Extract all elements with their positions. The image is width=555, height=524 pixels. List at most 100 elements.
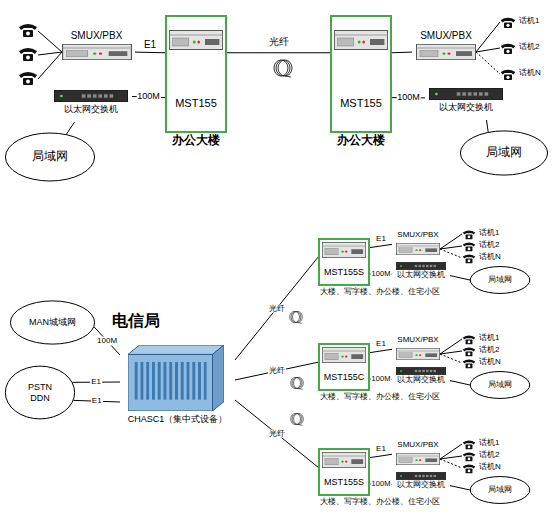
chassis-box: CHASC1（集中式设备） [120, 340, 235, 440]
node-label: SMUX/PBX [397, 335, 438, 344]
edge-label: 100M [371, 270, 392, 278]
phone-wire [440, 339, 462, 354]
lan-ellipse: 局域网 [470, 371, 530, 399]
lan-ellipse: 局域网 [460, 130, 548, 176]
mst-box: MST155办公大楼 [330, 15, 392, 133]
fiber-coil [291, 377, 304, 389]
node-label: 以太网交换机 [397, 376, 445, 385]
edge-label: E1 [91, 397, 103, 406]
phone-icon [19, 24, 37, 37]
switch-device [396, 472, 445, 479]
connector-line [370, 454, 392, 457]
phone-icon [463, 335, 475, 344]
smux-device [396, 348, 439, 359]
connector-line [94, 327, 120, 355]
lan-ellipse: 局域网 [5, 132, 95, 182]
phone-label: 话机2 [479, 241, 499, 250]
connector-line [235, 362, 318, 380]
phone-icon [463, 347, 475, 356]
connector-line [450, 486, 470, 490]
phone-label: 话机2 [479, 346, 499, 355]
node-label: SMUX/PBX [397, 440, 438, 449]
phone-label: 话机N [479, 253, 501, 262]
node-label: SMUX/PBX [397, 230, 438, 239]
mst-device [334, 31, 387, 50]
edge-label: 100M [371, 375, 392, 383]
node-label: DDN [30, 393, 50, 403]
edge-label: E1 [375, 340, 387, 349]
switch-device [429, 88, 502, 99]
fiber-coil [290, 311, 303, 323]
node-label: MST155S [324, 477, 364, 487]
connector-line [135, 52, 165, 54]
node-label: MST155 [175, 97, 217, 110]
mst-box: MST155S大楼、写字楼、办公楼、住宅小区 [318, 238, 370, 286]
connector-line [227, 52, 330, 53]
edge-label: E1 [90, 378, 102, 387]
chassis-device [128, 345, 224, 411]
edge-label: 光纤 [268, 304, 286, 313]
phone-icon [463, 452, 475, 461]
phone-wire [476, 52, 500, 74]
edge-label: E1 [143, 39, 157, 50]
connector-line [370, 349, 392, 352]
node-label: PSTN [28, 382, 52, 392]
node-label: 局域网 [488, 485, 512, 494]
connector-line [450, 276, 470, 280]
edge-label: 光纤 [268, 429, 286, 438]
connector-line [66, 122, 74, 135]
node-label: SMUX/PBX [71, 30, 123, 42]
node-label: MST155S [324, 267, 364, 277]
phone-icon [19, 72, 37, 85]
phones-top-left [19, 24, 62, 85]
phone-icon [463, 464, 475, 473]
node-caption: 办公大楼 [172, 134, 220, 148]
smux-pbx: SMUX/PBX [58, 30, 135, 64]
node-label: CHASC1（集中式设备） [128, 414, 228, 424]
switch-device [54, 90, 127, 101]
connector-line [450, 381, 470, 385]
smux-pbx: SMUX/PBX [392, 230, 444, 256]
phone-icon [19, 48, 37, 61]
edge-label: 光纤 [268, 35, 290, 46]
smux-device [417, 44, 476, 59]
phone-icon [501, 70, 515, 80]
phone-icon [463, 254, 475, 263]
phone-wire [440, 234, 462, 249]
mst-device [169, 31, 222, 50]
connector-line [235, 400, 318, 467]
phone-wire [440, 351, 462, 354]
mst-device [322, 452, 365, 467]
ethernet-switch: 以太网交换机 [392, 260, 450, 286]
connector-line [392, 52, 412, 54]
mst-device [322, 347, 365, 362]
phone-wire [440, 246, 462, 249]
node-label: 以太网交换机 [439, 102, 493, 112]
smux-device [63, 44, 132, 59]
phone-wire [38, 52, 62, 55]
phone-label: 话机1 [519, 17, 539, 26]
mst-box: MST155S大楼、写字楼、办公楼、住宅小区 [318, 448, 370, 496]
smux-pbx: SMUX/PBX [412, 30, 480, 64]
mst-box: MST155办公大楼 [165, 15, 227, 133]
phone-icon [463, 230, 475, 239]
switch-device [396, 367, 445, 374]
phone-label: 话机N [479, 358, 501, 367]
phone-label: 话机N [519, 69, 541, 78]
edge-label: 光纤 [268, 367, 286, 376]
node-label: 以太网交换机 [397, 271, 445, 280]
edge-label: E1 [375, 445, 387, 454]
phone-icon [463, 359, 475, 368]
edge-label: 100M [371, 480, 392, 488]
node-label: MST155C [324, 372, 365, 382]
node-label: 局域网 [488, 275, 512, 284]
phone-label: 话机1 [479, 439, 499, 448]
mst-device [322, 242, 365, 257]
node-caption: 大楼、写字楼、办公楼、住宅小区 [320, 392, 440, 401]
branch-3 [322, 440, 475, 479]
phone-wire [38, 52, 62, 79]
